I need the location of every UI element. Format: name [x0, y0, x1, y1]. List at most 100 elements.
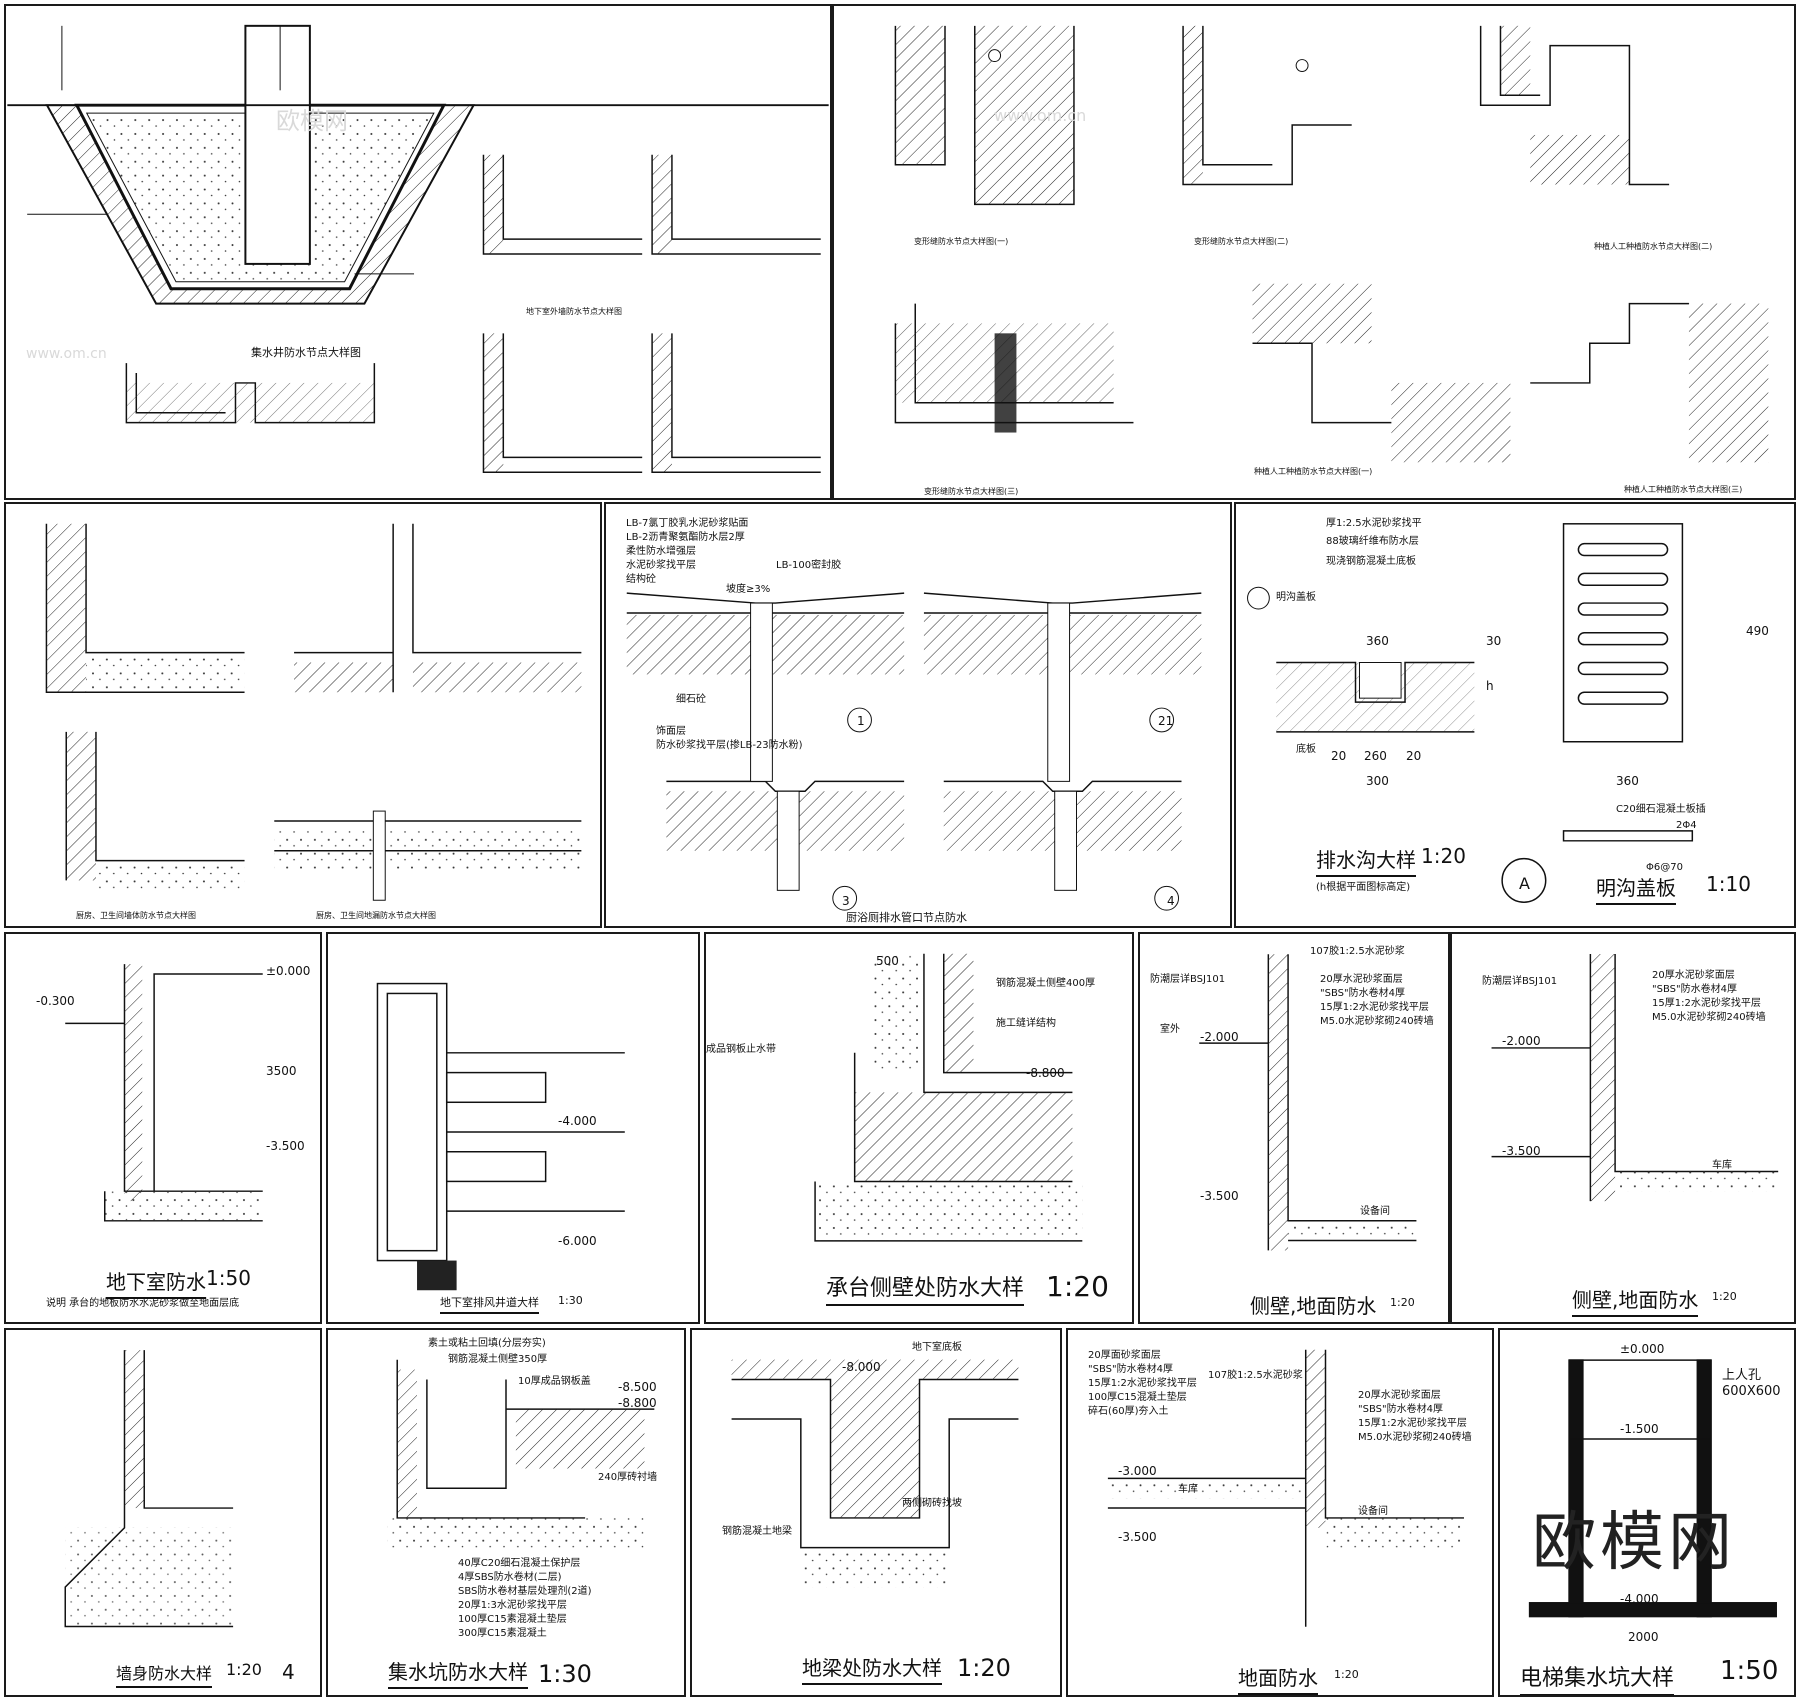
pit-title: 集水坑防水大样: [388, 1656, 528, 1689]
elev-title: 电梯集水坑大样: [1520, 1660, 1675, 1695]
drain-label-1: 厚1:2.5水泥砂浆找平: [1326, 518, 1422, 529]
basement-wall-caption: 地下室外墙防水节点大样图: [526, 307, 622, 316]
pipe-label-2: LB-2沥青聚氨酯防水层2厚: [626, 532, 745, 543]
vent-scale: 1:30: [558, 1294, 583, 1307]
vent-level-2: -6.000: [558, 1234, 597, 1248]
drain-dim-6: 20: [1406, 749, 1422, 763]
pipe-num-1: 1: [857, 714, 865, 728]
cap-label-2: 施工缝详结构: [996, 1018, 1056, 1029]
wall-mark: 4: [282, 1660, 295, 1684]
cap-wall-title: 承台侧壁处防水大样: [826, 1270, 1025, 1306]
elev-label-2: 600X600: [1722, 1384, 1781, 1399]
panel-deformation-joints: 变形缝防水节点大样图(一) 变形缝防水节点大样图(二) 种植人工种植防水节点大样…: [832, 4, 1796, 500]
pit-label-13: 300厚C15素混凝土: [458, 1628, 547, 1639]
floor-label-1: 20厚面砂浆面层: [1088, 1350, 1161, 1361]
pipe-label-8: 细石砼: [676, 694, 706, 705]
pit-label-1: 素土或粘土回填(分层夯实): [428, 1338, 546, 1349]
tele-roof2-caption: 种植人工种植防水节点大样图(二): [1594, 242, 1713, 251]
drain-note: (h根据平面图标高定): [1316, 882, 1411, 893]
panel-floor-waterproof: 20厚面砂浆面层 "SBS"防水卷材4厚 15厚1:2水泥砂浆找平层 100厚C…: [1066, 1328, 1494, 1697]
floor-title: 地面防水: [1238, 1662, 1318, 1695]
side-floor-1-drawing: [1199, 954, 1417, 1251]
pipe-outlet-drawing: [626, 592, 1202, 911]
side1-label-12: 室外: [1160, 1024, 1180, 1035]
floor-label-4: 100厚C15混凝土垫层: [1088, 1392, 1187, 1403]
side1-level-1: -2.000: [1200, 1030, 1239, 1044]
cover-title: 明沟盖板: [1596, 872, 1676, 905]
panel-vent-shaft: -4.000 -6.000 地下室排风井道大样 1:30: [326, 932, 700, 1324]
pit-label-12: 100厚C15素混凝土垫层: [458, 1614, 567, 1625]
floor-label-13: 设备间: [1358, 1506, 1388, 1517]
drain-dim-7: 300: [1366, 774, 1389, 788]
side1-label-4: "SBS"防水卷材4厚: [1320, 988, 1405, 999]
elev-label-1: 上人孔: [1722, 1368, 1762, 1383]
panel-sump-well: 集水井防水节点大样图 地下室外墙防水节点大样图 欧模网 www.om.cn: [4, 4, 832, 500]
floor-label-8: "SBS"防水卷材4厚: [1358, 1404, 1443, 1415]
panel-ground-beam: 地下室底板 -8.000 两侧砌砖找坡 钢筋混凝土地梁 地梁处防水大样 1:20: [690, 1328, 1062, 1697]
pit-label-10: SBS防水卷材基层处理剂(2道): [458, 1586, 592, 1597]
wall-scale: 1:20: [226, 1660, 262, 1679]
side2-label-1: 防潮层详BSJ101: [1482, 976, 1558, 987]
toilet-waterproof-drawing: [45, 523, 582, 901]
floor-label-2: "SBS"防水卷材4厚: [1088, 1364, 1173, 1375]
pipe-label-1: LB-7氯丁胶乳水泥砂浆贴面: [626, 518, 749, 529]
panel-elevator-pit: ±0.000 -1.500 -4.000 上人孔 600X600 2000 电梯…: [1498, 1328, 1796, 1697]
pipe-label-4: 水泥砂浆找平层: [626, 560, 696, 571]
floor-label-5: 碎石(60厚)夯入土: [1088, 1406, 1169, 1417]
basement-title: 地下室防水: [106, 1266, 206, 1299]
drain-dim-5: 260: [1364, 749, 1387, 763]
side2-label-5: M5.0水泥砂浆砌240砖墙: [1652, 1012, 1766, 1023]
cap-dim-1: 500: [876, 954, 899, 968]
vent-shaft-drawing: [376, 982, 625, 1291]
panel-side-floor-2: 防潮层详BSJ101 20厚水泥砂浆面层 "SBS"防水卷材4厚 15厚1:2水…: [1450, 932, 1796, 1324]
watermark: 欧模网: [276, 107, 348, 135]
pit-label-2: 钢筋混凝土侧壁350厚: [448, 1354, 548, 1365]
basement-note: 说明 承台的地板防水水泥砂浆做至地面层底: [46, 1298, 240, 1309]
watermark: www.om.cn: [994, 106, 1087, 125]
cap-label-1: 钢筋混凝土侧壁400厚: [996, 978, 1096, 989]
deform3-caption: 变形缝防水节点大样图(三): [924, 487, 1019, 496]
side1-label-5: 15厚1:2水泥砂浆找平层: [1320, 1002, 1429, 1013]
panel-pipe-outlet: LB-7氯丁胶乳水泥砂浆贴面 LB-2沥青聚氨酯防水层2厚 柔性防水增强层 水泥…: [604, 502, 1232, 928]
deform2-caption: 变形缝防水节点大样图(二): [1194, 237, 1289, 246]
cover-label-2: 2Φ4: [1676, 820, 1697, 831]
pipe-label-7: 坡度≥3%: [726, 584, 771, 595]
basement-level-2: ±0.000: [266, 964, 311, 978]
vent-title: 地下室排风井道大样: [440, 1294, 539, 1314]
panel-wall-waterproof: 墙身防水大样 1:20 4: [4, 1328, 322, 1697]
beam-label-1: 地下室底板: [912, 1342, 962, 1353]
side2-level-1: -2.000: [1502, 1034, 1541, 1048]
panel-toilet-wall: 厨房、卫生间墙体防水节点大样图 厨房、卫生间地漏防水节点大样图: [4, 502, 602, 928]
pipe-num-3: 3: [842, 894, 850, 908]
beam-label-6: 钢筋混凝土地梁: [722, 1526, 792, 1537]
floor-label-6: 107胶1:2.5水泥砂浆: [1208, 1370, 1303, 1381]
pipe-label-3: 柔性防水增强层: [626, 546, 696, 557]
beam-label-3: 两侧砌砖找坡: [902, 1498, 962, 1509]
basement-drawing: [65, 964, 263, 1222]
side-floor-2-drawing: [1491, 954, 1779, 1202]
sump-well-title: 集水井防水节点大样图: [251, 346, 361, 359]
toilet-floor-caption: 厨房、卫生间地漏防水节点大样图: [316, 911, 436, 920]
pipe-num-2: 21: [1158, 714, 1174, 728]
toilet-wall-caption: 厨房、卫生间墙体防水节点大样图: [76, 911, 196, 920]
sump-well-drawing: [7, 24, 829, 473]
cap-wall-scale: 1:20: [1046, 1270, 1109, 1303]
sump-pit-drawing: [387, 1359, 655, 1548]
side2-label-2: 20厚水泥砂浆面层: [1652, 970, 1735, 981]
drain-label-4: 明沟盖板: [1276, 592, 1316, 603]
floor-label-9: 15厚1:2水泥砂浆找平层: [1358, 1418, 1467, 1429]
pipe-label-6: LB-100密封胶: [776, 560, 842, 571]
floor-level-2: -3.500: [1118, 1530, 1157, 1544]
pit-scale: 1:30: [538, 1660, 592, 1688]
floor-scale: 1:20: [1334, 1668, 1359, 1681]
pit-level-1: -8.500: [618, 1380, 657, 1394]
basement-scale: 1:50: [206, 1266, 251, 1290]
beam-title: 地梁处防水大样: [802, 1652, 942, 1685]
cover-dim-total: 490: [1746, 624, 1769, 638]
side2-level-2: -3.500: [1502, 1144, 1541, 1158]
side1-label-6: M5.0水泥砂浆砌240砖墙: [1320, 1016, 1434, 1027]
drain-scale: 1:20: [1421, 844, 1466, 868]
tele-roof1-caption: 种植人工种植防水节点大样图(一): [1254, 467, 1373, 476]
cover-scale: 1:10: [1706, 872, 1751, 896]
panel-cap-sidewall: 钢筋混凝土侧壁400厚 施工缝详结构 成品钢板止水带 -8.800 500 承台…: [704, 932, 1134, 1324]
